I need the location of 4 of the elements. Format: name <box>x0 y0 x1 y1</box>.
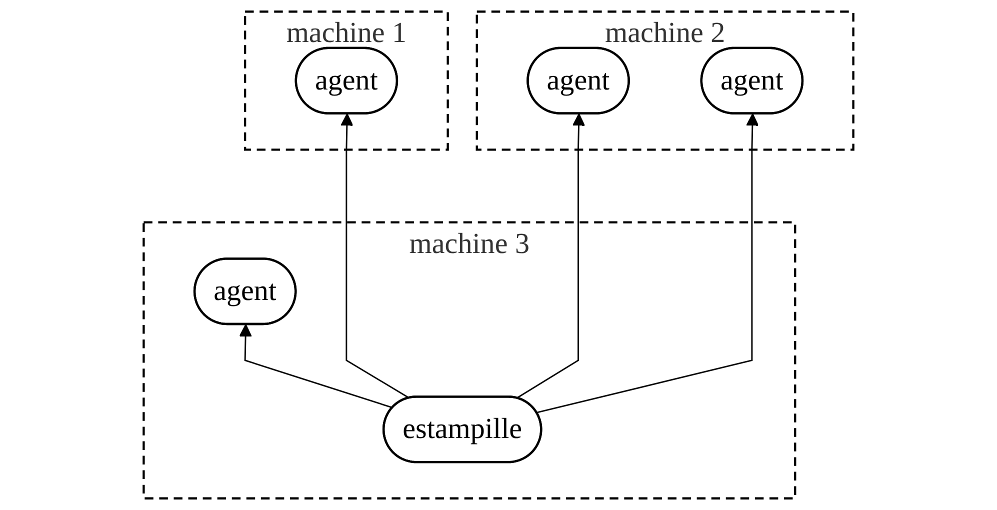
arrow <box>340 113 410 399</box>
arrow <box>536 113 759 414</box>
arrow <box>239 324 394 409</box>
arrow <box>516 113 586 399</box>
